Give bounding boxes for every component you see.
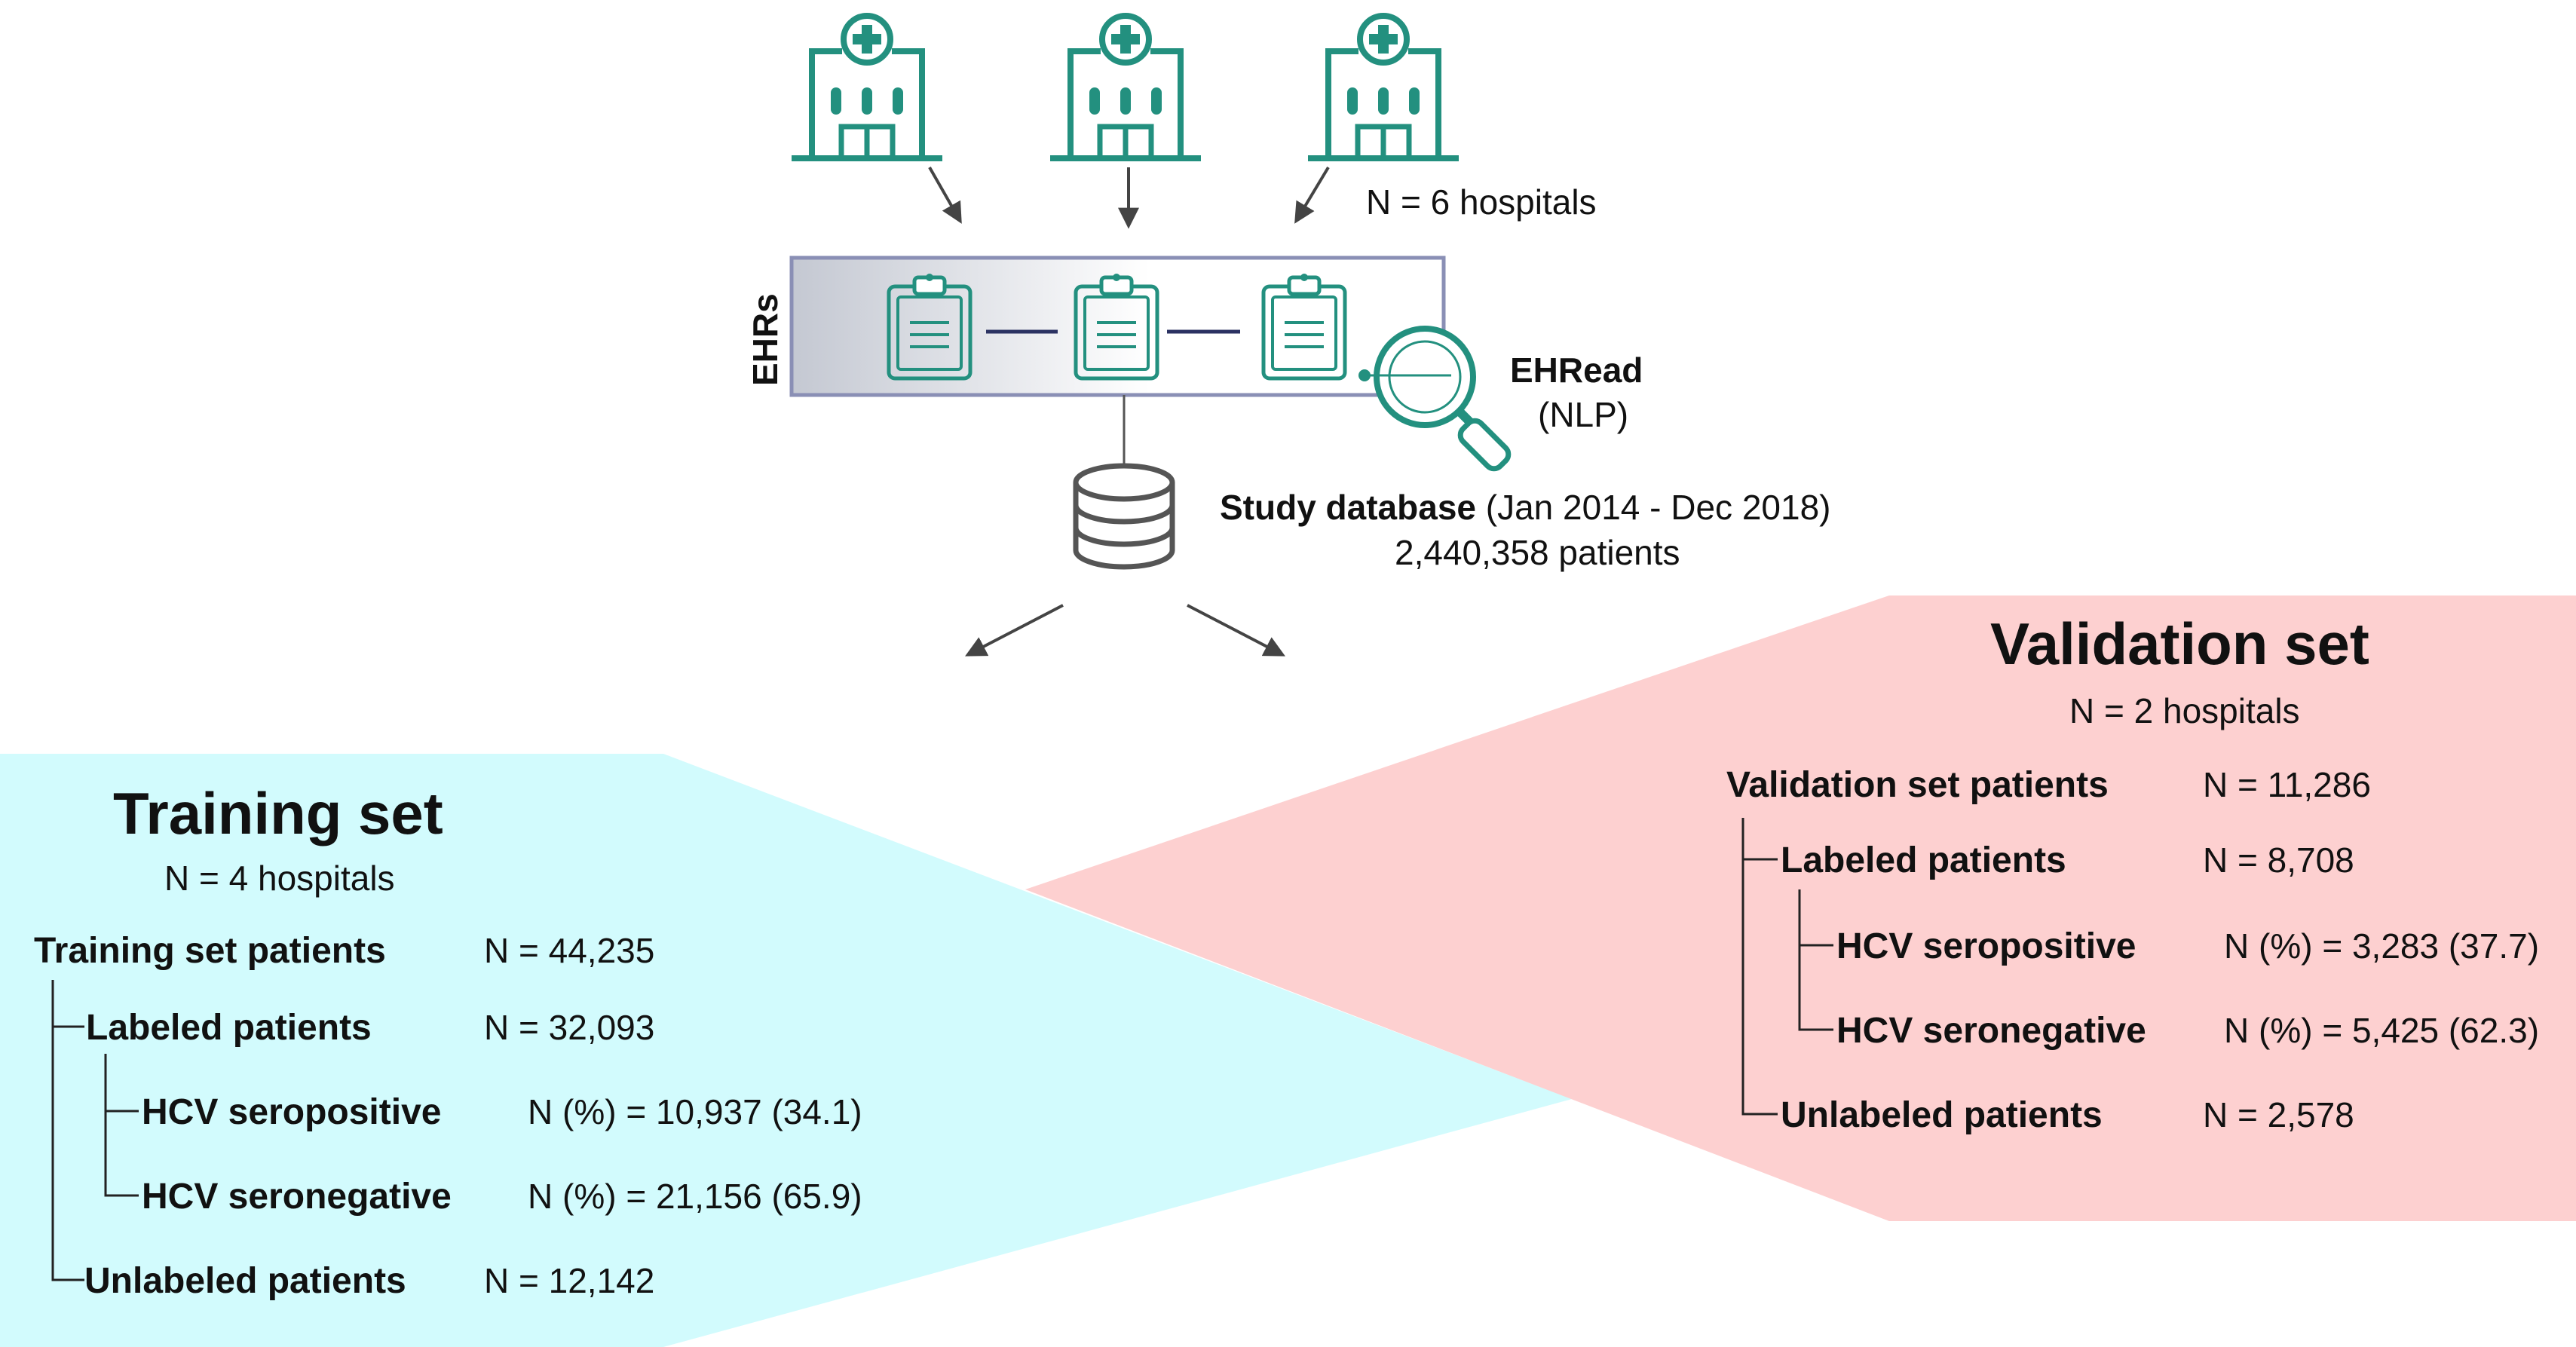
database-period: (Jan 2014 - Dec 2018): [1485, 488, 1831, 527]
validation-row-label: HCV seropositive: [1836, 926, 2136, 966]
validation-row-value: N = 11,286: [2203, 765, 2371, 804]
training-row-label: HCV seronegative: [142, 1177, 452, 1217]
arrow-hospital-3: [1294, 166, 1330, 224]
training-row-label: Labeled patients: [86, 1008, 372, 1048]
validation-tree-lines: [1741, 818, 1833, 1116]
hospitals-count: N = 6 hospitals: [1366, 182, 1597, 222]
database-icon: [1073, 463, 1175, 570]
ehr-label: EHRs: [746, 293, 785, 386]
training-row-value: N = 12,142: [484, 1261, 655, 1300]
training-row-value: N (%) = 10,937 (34.1): [528, 1092, 862, 1131]
training-row-label: Unlabeled patients: [84, 1261, 406, 1301]
ehread-type: (NLP): [1538, 395, 1629, 434]
database-title: Study database: [1220, 488, 1476, 527]
hospital-icon: [1308, 16, 1459, 158]
training-tree-lines: [51, 980, 139, 1281]
validation-row-value: N = 2,578: [2203, 1095, 2354, 1134]
training-row-value: N = 32,093: [484, 1008, 655, 1047]
training-row-label: HCV seropositive: [142, 1092, 442, 1132]
validation-row-value: N = 8,708: [2203, 840, 2354, 880]
validation-row-label: Labeled patients: [1781, 840, 2066, 880]
validation-row-value: N (%) = 3,283 (37.7): [2224, 926, 2540, 966]
training-title: Training set: [113, 780, 443, 846]
hospital-icon: [792, 16, 942, 158]
database-patients: 2,440,358 patients: [1395, 533, 1680, 572]
arrow-hospital-1: [928, 167, 962, 224]
magnifier-icon: [1358, 326, 1512, 472]
validation-hospitals: N = 2 hospitals: [2069, 691, 2300, 730]
validation-row-label: HCV seronegative: [1836, 1011, 2146, 1051]
validation-row-label: Validation set patients: [1726, 765, 2109, 805]
validation-title: Validation set: [1990, 611, 2369, 677]
hospital-icon: [1050, 16, 1201, 158]
ehread-name: EHRead: [1510, 351, 1643, 390]
training-hospitals: N = 4 hospitals: [164, 859, 395, 898]
arrow-to-training: [965, 604, 1064, 657]
database-title-line: Study database (Jan 2014 - Dec 2018): [1220, 490, 1831, 525]
training-row-value: N = 44,235: [484, 931, 655, 970]
arrow-to-validation: [1187, 604, 1285, 657]
training-row-value: N (%) = 21,156 (65.9): [528, 1177, 862, 1216]
validation-row-value: N (%) = 5,425 (62.3): [2224, 1011, 2540, 1050]
training-row-label: Training set patients: [34, 931, 386, 971]
validation-row-label: Unlabeled patients: [1781, 1095, 2103, 1135]
training-panel-shape: [0, 754, 1572, 1347]
